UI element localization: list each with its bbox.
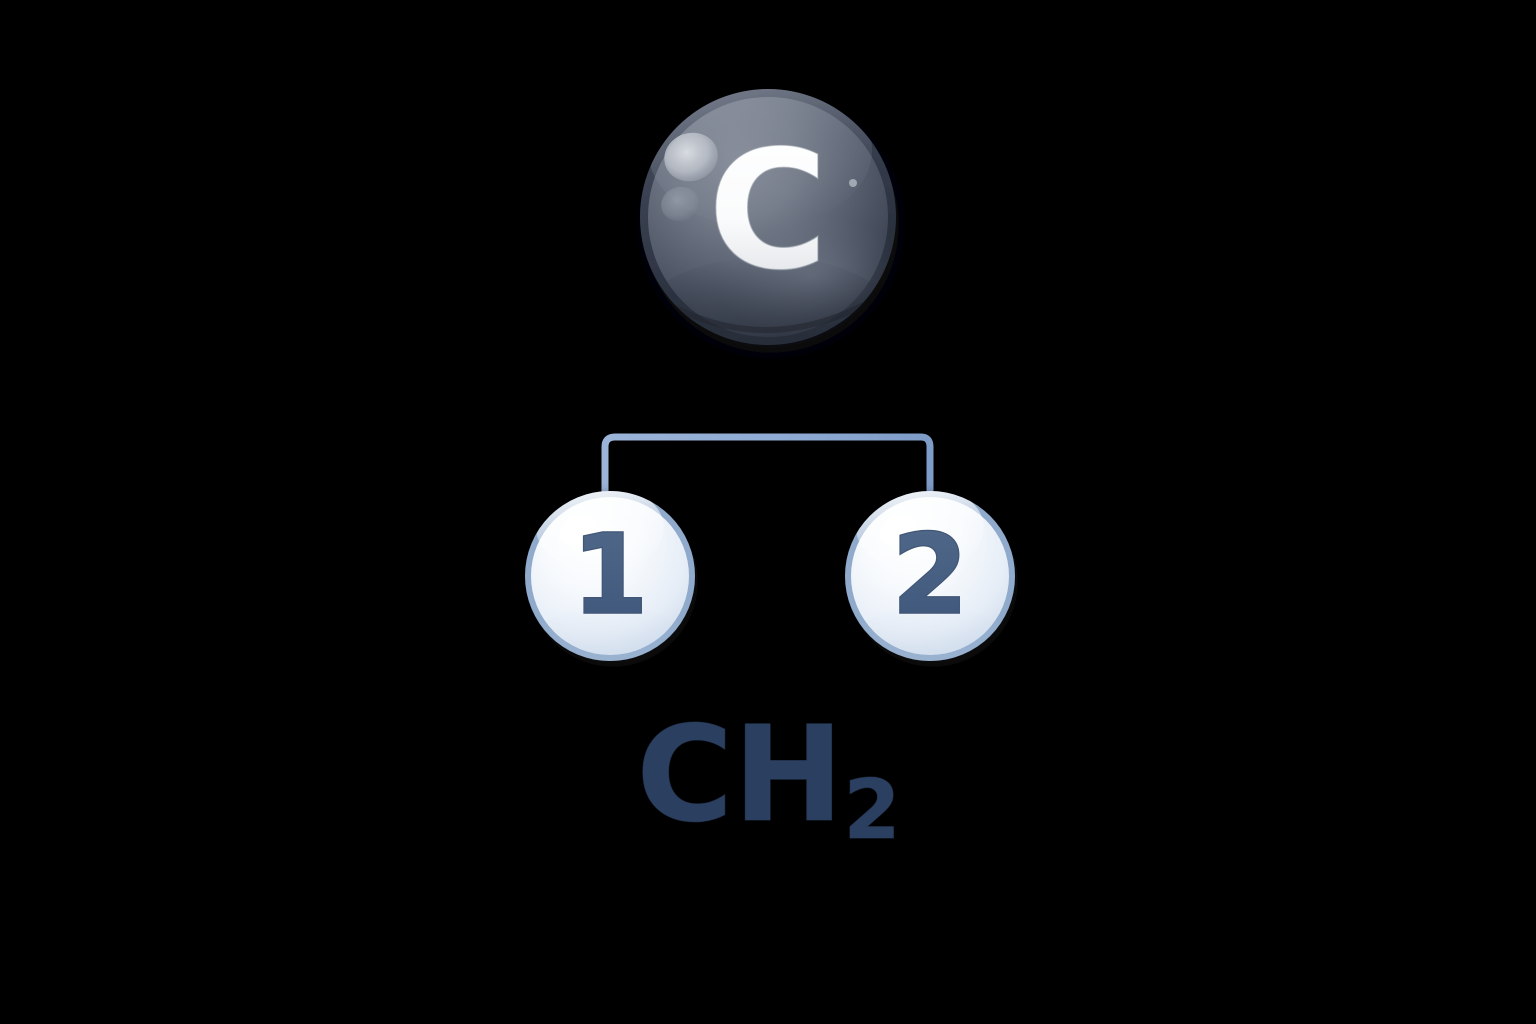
hydrogen-2-highlight-icon (879, 514, 917, 546)
hydrogen-1-gloss-cap (536, 491, 664, 572)
carbon-atom-label: C (707, 114, 828, 306)
hydrogen-atom-2-node[interactable]: 2 (830, 484, 1030, 730)
carbon-atom-node[interactable]: C (618, 72, 918, 448)
formula-subscript-text: 2 (843, 763, 900, 858)
hydrogen-2-gloss-cap (856, 491, 984, 572)
carbon-bottom-shade (640, 256, 896, 345)
hydrogen-2-label: 2 (892, 510, 969, 638)
formula-base-text: CH (636, 698, 843, 852)
carbon-gloss-cap (648, 89, 872, 228)
hydrogen-2-bottom-shade (845, 606, 1015, 661)
carbon-highlight-small-icon (661, 186, 699, 222)
carbon-speck-dot-icon (849, 179, 857, 187)
hydrogen-atom-1-node[interactable]: 1 (510, 484, 710, 730)
carbon-highlight-large-icon (664, 132, 718, 182)
bond-connector (601, 340, 934, 492)
carbon-bottom-arc (658, 293, 882, 333)
hydrogen-1-highlight-icon (559, 514, 597, 546)
hydrogen-1-label: 1 (572, 510, 649, 638)
hydrogen-1-bottom-shade (525, 606, 695, 661)
bond-branch-path (601, 433, 934, 492)
formula-label: CH 2 (636, 698, 901, 859)
